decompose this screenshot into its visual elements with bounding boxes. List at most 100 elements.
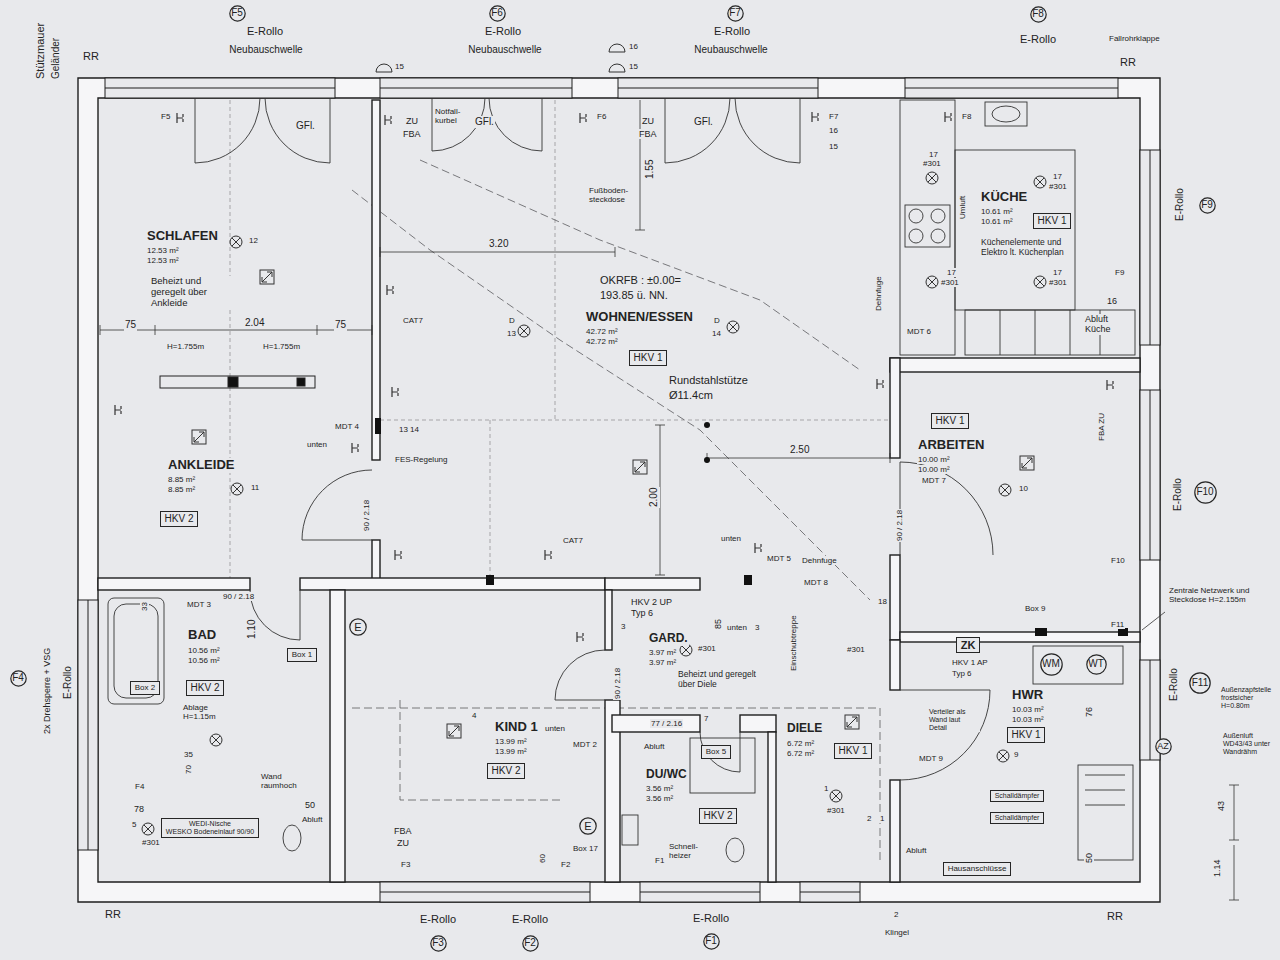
callout-number: F3 [432, 937, 444, 949]
window [88, 88, 1150, 892]
sanitary-fittings [1033, 646, 1123, 684]
plan-label: 50 [304, 800, 316, 810]
room-area-value: 10.56 m² [187, 656, 221, 665]
plan-label: Ablage H=1.15m [182, 703, 234, 721]
kitchen-fittings [992, 106, 1020, 122]
circle-outline [229, 5, 244, 20]
sanitary-fittings [622, 815, 638, 845]
door-swing [302, 470, 372, 540]
floor-heating [192, 270, 1034, 738]
plan-label: MDT 4 [334, 422, 360, 431]
plan-label: 1 [823, 784, 829, 793]
wall [740, 715, 776, 732]
plan-label: FBA [402, 129, 422, 139]
plan-label: MDT 8 [803, 578, 829, 587]
plan-label: MDT 5 [766, 554, 792, 563]
box-label: Box 5 [706, 747, 726, 756]
wall [300, 578, 605, 590]
sanitary-fittings [108, 598, 164, 704]
plan-label: E-Rollo [511, 913, 549, 926]
callout-circle: WT [1086, 654, 1107, 675]
callout-number: F11 [1192, 677, 1209, 689]
callout-number: F10 [1196, 486, 1213, 498]
room-note: Küchenelemente und Elektro lt. Küchenpla… [980, 238, 1070, 258]
plan-label: HKV 1 AP [951, 658, 989, 667]
box-label: Hausanschlüsse [948, 864, 1007, 873]
plan-label: Typ 6 [951, 669, 973, 678]
plan-label: F5 [160, 112, 171, 121]
room-area-value: 42.72 m² [585, 337, 619, 346]
socket-symbol [392, 387, 398, 397]
wall [890, 640, 900, 690]
kitchen-fittings [985, 102, 1027, 126]
wall-box [704, 457, 710, 463]
box-label: Schalldämpfer [995, 814, 1040, 822]
plan-label: MDT 3 [186, 600, 212, 609]
kitchen-fittings [905, 205, 950, 247]
plan-label: Schnell- heizer [668, 842, 704, 860]
plan-label: 13 14 [398, 425, 420, 434]
plan-label: 90 / 2.18 [362, 499, 371, 532]
plan-label: Box 17 [572, 844, 599, 853]
wardrobe-bar [160, 376, 315, 388]
plan-label: 16 [1106, 296, 1118, 306]
ceiling-light [231, 483, 243, 495]
door-swing [900, 690, 990, 780]
plan-label: CAT7 [562, 536, 584, 545]
callout-number: WT [1088, 658, 1104, 670]
plan-label: 12 [248, 236, 259, 245]
label-box: HKV 2 [487, 763, 526, 779]
callout-circle: F11 [1189, 672, 1211, 694]
room-name: DIELE [786, 722, 823, 736]
room-name: ANKLEIDE [167, 458, 235, 473]
wall-box [704, 422, 710, 428]
room-area-value: 3.56 m² [645, 794, 674, 803]
plan-label: 15 [628, 62, 639, 71]
plan-label: 90 / 2.18 [222, 592, 255, 601]
label-box: Box 5 [701, 745, 731, 758]
dimension-line [100, 325, 372, 335]
plan-label: E-Rollo [62, 665, 74, 700]
plan-label: #301 [1048, 182, 1068, 191]
plan-label: #301 [922, 159, 942, 168]
room-name: ARBEITEN [917, 438, 985, 453]
room-area: KIND 113.99 m²13.99 m²HKV 2EE [345, 590, 605, 880]
plan-label: F10 [1110, 556, 1126, 565]
plan-label: Notfall- kurbel [434, 107, 470, 125]
wall [890, 555, 900, 640]
wall [605, 590, 612, 650]
room-area-value: 3.97 m² [648, 658, 677, 667]
ceiling-light [1034, 276, 1046, 288]
plan-label: Typ 6 [630, 608, 654, 618]
sanitary-fittings [690, 738, 755, 793]
plan-label: 2 [893, 910, 899, 919]
plan-label: Rundstahlstütze [668, 374, 749, 387]
room-area: ANKLEIDE8.85 m²8.85 m²HKV 2 [100, 352, 372, 578]
plan-label: F8 [961, 112, 972, 121]
label-box: HKV 1 [931, 413, 970, 429]
sanitary-fittings [283, 825, 301, 851]
plan-label: Verteiler als Wand laut Detail [928, 708, 980, 732]
wall [78, 78, 1160, 902]
plan-label: Außenzapfstelle frostsicher H=0.80m [1220, 686, 1278, 710]
label-box: HKV 2 [699, 808, 738, 824]
room-area-value: 3.97 m² [648, 648, 677, 657]
room-area-value: 12.53 m² [146, 246, 180, 255]
door-swing [195, 98, 330, 163]
label-box: HKV 1 [834, 743, 873, 759]
label-box: HKV 1 [629, 350, 668, 366]
label-box: HKV 1 [1033, 213, 1072, 229]
plan-label: F7 [828, 112, 839, 121]
circle-outline [1030, 6, 1045, 21]
plan-label: Wand raumhoch [260, 772, 302, 790]
ceiling-light [926, 276, 938, 288]
label-box: WEDI-NischeWESKO Bodeneinlauf 90/90 [161, 818, 259, 838]
callout-number: F2 [524, 937, 536, 949]
plan-label: GFl. [474, 116, 495, 128]
callout-number: WM [1042, 658, 1060, 670]
wall [900, 632, 1140, 642]
callout-circle: F6 [489, 5, 506, 22]
label-box: Box 1 [287, 648, 317, 661]
kitchen-fittings [900, 100, 955, 355]
plan-label: F11 [1110, 620, 1125, 629]
